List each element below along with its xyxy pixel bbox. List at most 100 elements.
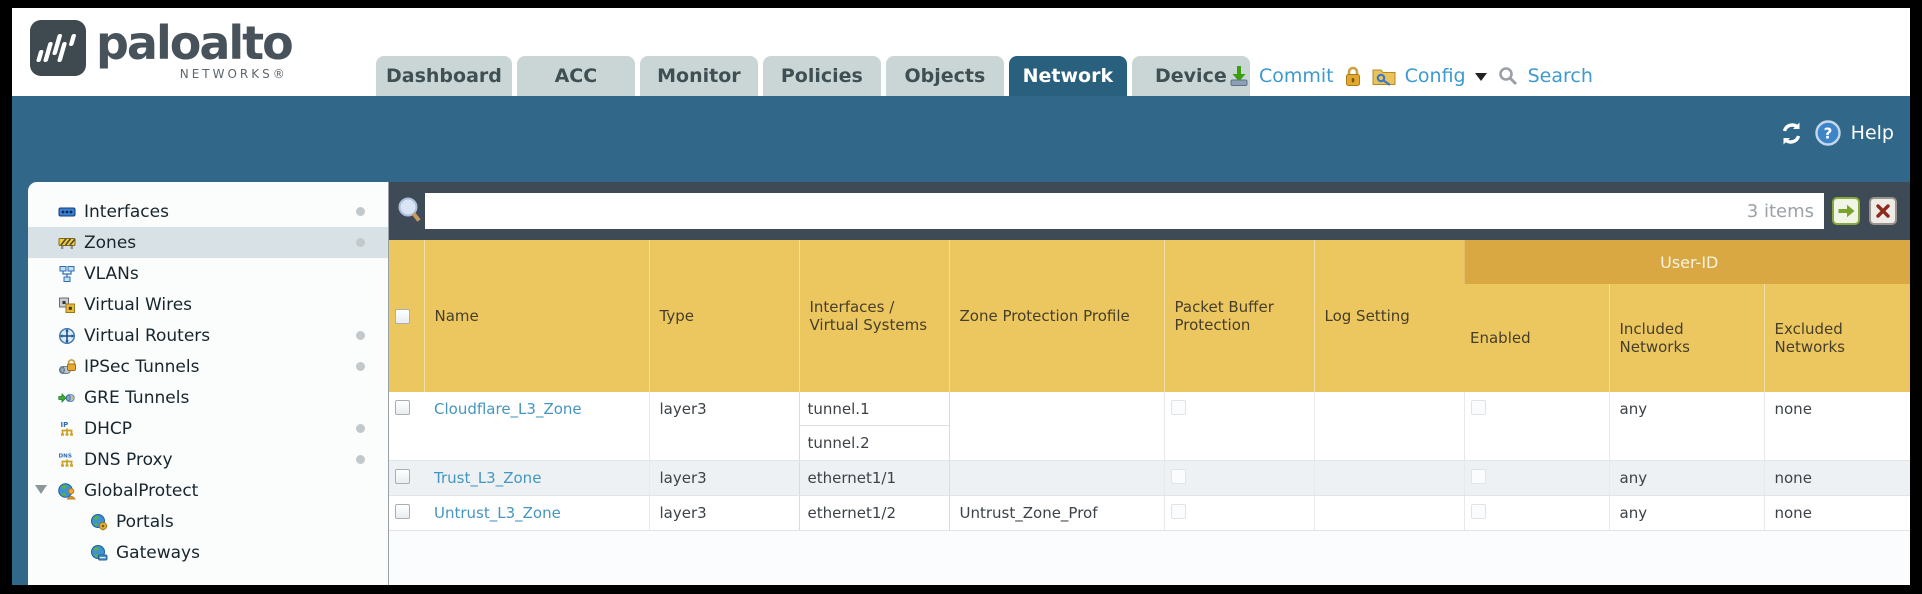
zone-interfaces: ethernet1/2 [798,495,950,531]
refresh-icon[interactable] [1778,121,1805,146]
row-checkbox[interactable] [395,469,410,484]
col-header-enabled[interactable]: Enabled [1464,284,1609,392]
sidebar-item-dns-proxy[interactable]: DNS DNS Proxy [28,444,388,475]
dhcp-icon: IP [61,421,73,436]
included-networks: any [1608,460,1764,496]
lock-icon[interactable] [1343,65,1363,87]
zones-panel: 3 items [389,182,1910,585]
included-networks: any [1608,495,1764,531]
col-header-type[interactable]: Type [648,240,799,392]
paloalto-logo-icon [30,20,86,76]
help-icon[interactable]: ? [1814,120,1841,146]
commit-icon[interactable] [1228,65,1250,87]
col-header-interfaces[interactable]: Interfaces / Virtual Systems [798,240,949,392]
sidebar-item-label: GlobalProtect [84,480,199,501]
col-header-included-networks[interactable]: Included Networks [1608,284,1764,392]
search-button[interactable]: Search [1527,65,1593,87]
col-header-log-setting[interactable]: Log Setting [1313,240,1464,392]
user-id-enabled-checkbox[interactable] [1470,400,1486,415]
sidebar-item-gateways[interactable]: Gateways [28,537,388,568]
svg-text:DNS: DNS [59,453,72,459]
config-icon[interactable] [1372,65,1396,87]
topbar-utilities: Commit Config Search [1228,65,1593,87]
sidebar-item-dhcp[interactable]: IP DHCP [28,413,388,444]
status-dot [356,424,365,433]
tab-objects[interactable]: Objects [885,56,1004,96]
status-dot [356,362,365,371]
gre-tunnels-icon [58,392,75,403]
tab-device[interactable]: Device [1131,56,1250,96]
user-id-enabled-checkbox[interactable] [1470,504,1486,519]
tab-dashboard[interactable]: Dashboard [376,56,512,96]
sidebar-item-label: Virtual Routers [84,325,211,346]
sidebar-item-globalprotect[interactable]: GlobalProtect [28,475,388,506]
sidebar-item-virtual-wires[interactable]: Virtual Wires [28,289,388,320]
tab-acc[interactable]: ACC [516,56,635,96]
apply-filter-button[interactable] [1832,197,1860,225]
select-all-checkbox[interactable] [395,308,410,324]
col-header-zone-protection-profile[interactable]: Zone Protection Profile [948,240,1164,392]
help-label[interactable]: Help [1850,122,1894,144]
row-checkbox[interactable] [395,504,410,519]
config-menu[interactable]: Config [1404,65,1466,87]
user-id-enabled-checkbox[interactable] [1470,469,1486,484]
status-dot [356,207,365,216]
packet-buffer-checkbox[interactable] [1170,504,1186,519]
tab-policies[interactable]: Policies [762,56,881,96]
expand-triangle-icon[interactable] [35,485,47,494]
portals-icon [91,513,108,530]
status-dot [356,455,365,464]
sidebar-item-label: VLANs [84,263,139,284]
interface-entry: tunnel.2 [807,434,870,452]
zone-type: layer3 [648,460,799,496]
zone-protection-profile [949,460,1164,496]
log-setting [1313,495,1464,531]
excluded-networks: none [1763,460,1910,496]
col-header-packet-buffer-protection[interactable]: Packet Buffer Protection [1163,240,1314,392]
zone-type: layer3 [648,392,799,461]
main-nav-tabs: Dashboard ACC Monitor Policies Objects N… [376,56,1250,96]
ipsec-tunnels-icon [59,358,76,374]
zone-name-link[interactable]: Untrust_L3_Zone [434,504,561,522]
zones-table: Name Type Interfaces / Virtual Systems Z… [389,240,1910,531]
search-icon[interactable] [1498,66,1519,87]
clear-filter-button[interactable] [1869,197,1897,225]
col-header-name[interactable]: Name [423,240,649,392]
tab-monitor[interactable]: Monitor [639,56,758,96]
sidebar-item-label: DHCP [84,418,132,439]
filter-search-icon[interactable] [396,196,422,226]
tab-network[interactable]: Network [1008,56,1127,96]
gateways-icon [91,544,108,560]
zones-icon [58,237,76,249]
zone-interfaces: ethernet1/1 [798,460,950,496]
sidebar-item-ipsec-tunnels[interactable]: IPSec Tunnels [28,351,388,382]
row-checkbox[interactable] [395,400,410,415]
included-networks: any [1608,392,1764,461]
filter-bar: 3 items [389,182,1910,240]
sidebar-item-vlans[interactable]: VLANs [28,258,388,289]
zone-name-link[interactable]: Cloudflare_L3_Zone [434,400,582,418]
sidebar-item-label: Zones [84,232,137,253]
filter-input[interactable] [425,193,1824,229]
interface-entry: ethernet1/2 [807,504,897,522]
zone-type: layer3 [648,495,799,531]
packet-buffer-checkbox[interactable] [1170,469,1186,484]
sidebar-item-label: GRE Tunnels [84,387,190,408]
config-caret-icon[interactable] [1474,73,1487,81]
column-header-row: Enabled Included Networks Excluded Netwo… [389,284,1910,392]
sidebar-item-gre-tunnels[interactable]: GRE Tunnels [28,382,388,413]
sidebar-item-interfaces[interactable]: Interfaces [28,196,388,227]
table-row: Untrust_L3_Zone layer3 ethernet1/2 Untru… [389,495,1910,531]
select-all-header [389,240,424,392]
sidebar-item-label: Portals [116,511,174,532]
commit-button[interactable]: Commit [1259,65,1334,87]
dns-proxy-icon: DNS [59,453,73,467]
sidebar-item-virtual-routers[interactable]: Virtual Routers [28,320,388,351]
sidebar-item-zones[interactable]: Zones [28,227,388,258]
col-header-excluded-networks[interactable]: Excluded Networks [1763,284,1910,392]
network-sidebar: Interfaces Zones VLANs [28,182,389,585]
sidebar-item-portals[interactable]: Portals [28,506,388,537]
packet-buffer-checkbox[interactable] [1170,400,1186,415]
sidebar-item-label: IPSec Tunnels [84,356,200,377]
zone-name-link[interactable]: Trust_L3_Zone [434,469,542,487]
